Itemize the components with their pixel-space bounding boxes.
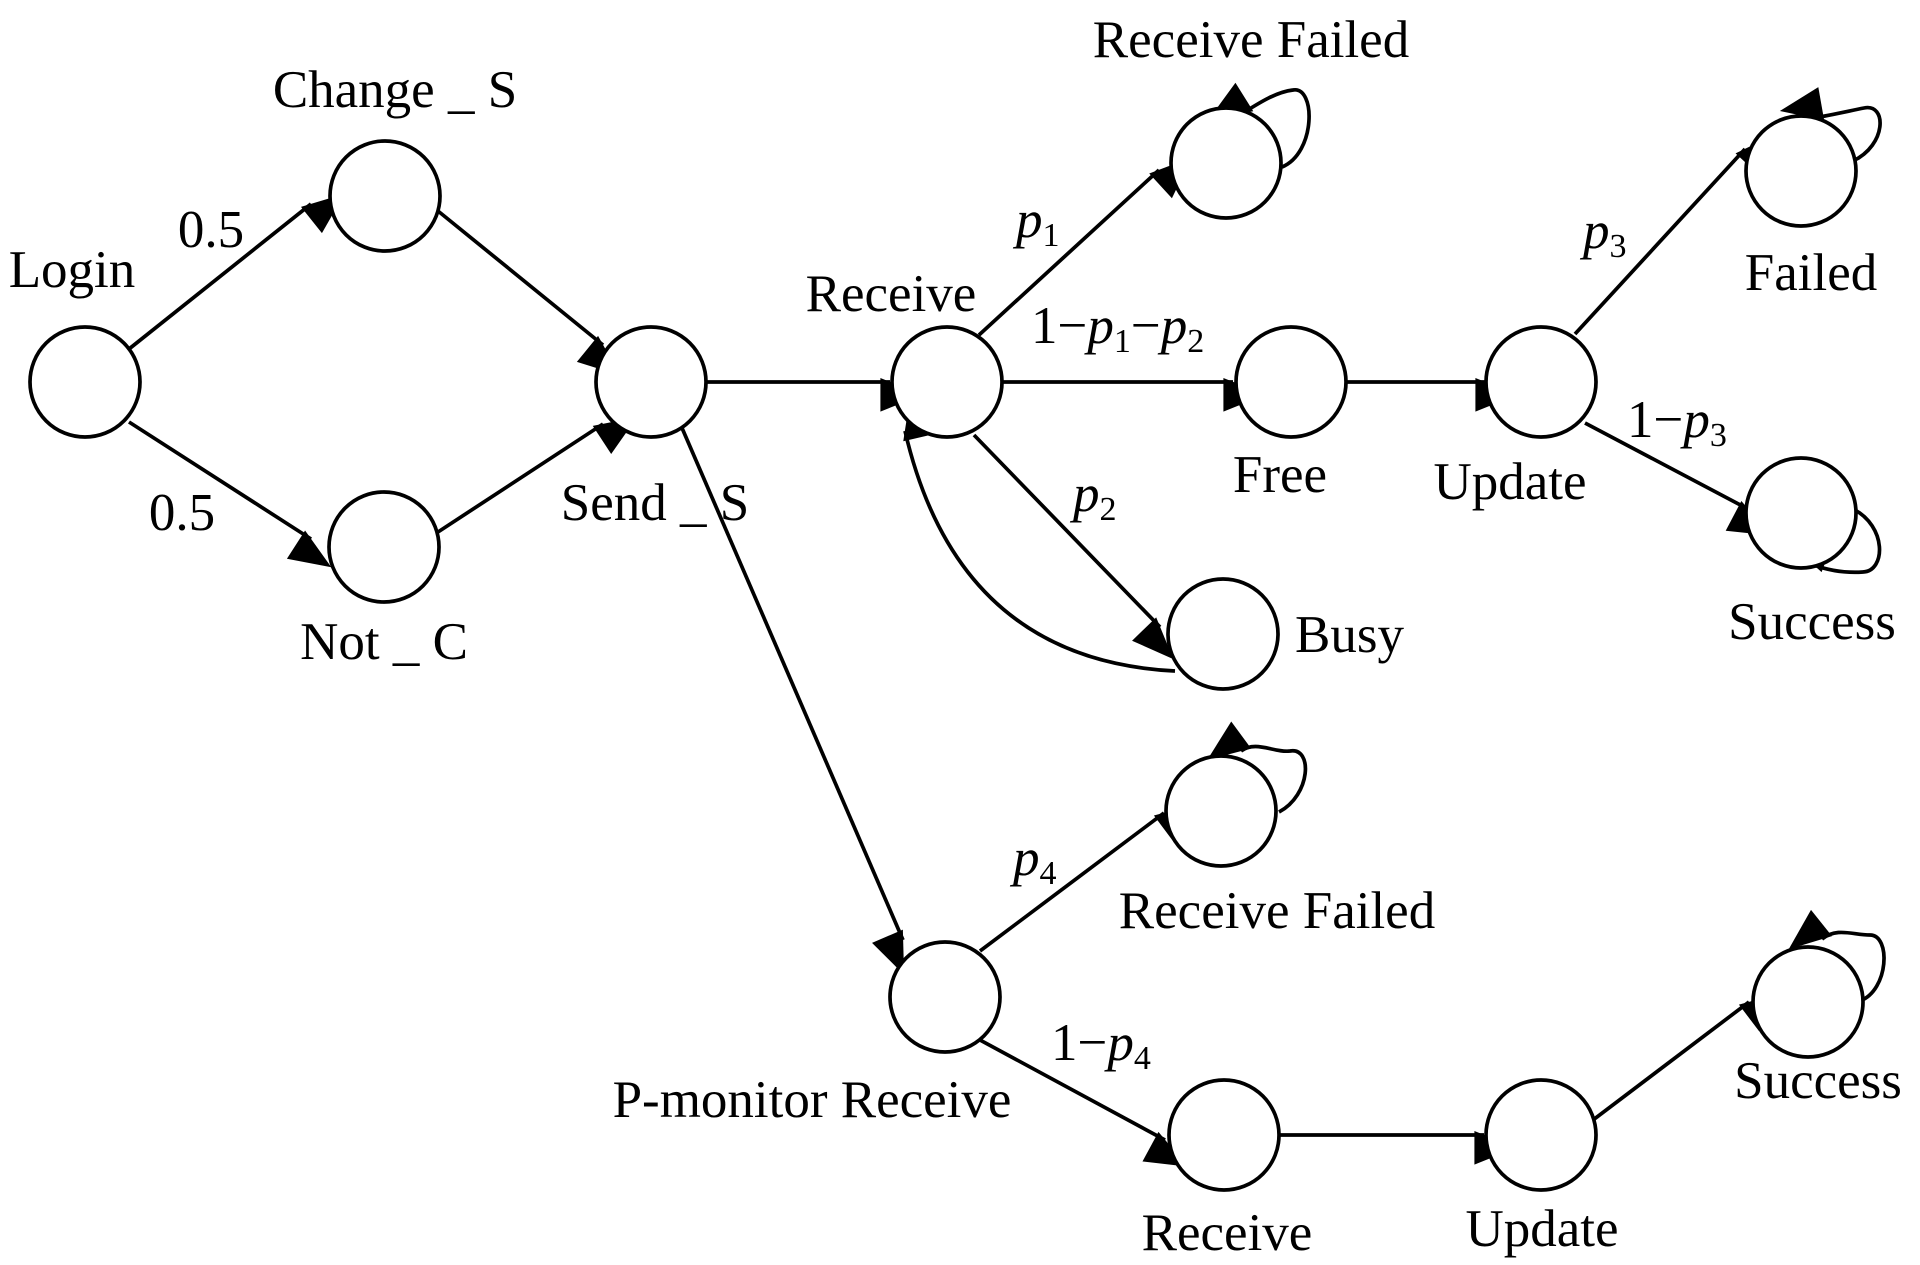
node-change-s <box>328 139 442 253</box>
edge-labels: 0.5 0.5 p1 1−p1−p2 p2 p3 1−p3 p4 1−p4 <box>149 191 1727 1077</box>
label-receive-failed-top: Receive Failed <box>1093 11 1409 69</box>
node-send-s <box>594 325 708 439</box>
edge-login-change-s <box>127 193 345 351</box>
self-loop-receive-failed-top <box>1208 82 1311 169</box>
node-update-top <box>1484 325 1598 439</box>
label-free: Free <box>1233 446 1327 504</box>
node-receive-failed-top <box>1169 106 1283 220</box>
label-receive-bottom: Receive <box>1142 1204 1313 1262</box>
label-send-s: Send _ S <box>561 474 749 532</box>
label-not-c: Not _ C <box>300 613 468 671</box>
node-failed <box>1744 114 1858 228</box>
node-not-c <box>327 490 441 604</box>
prob-pmonitor-receive: 1−p4 <box>1051 1014 1151 1077</box>
node-login <box>28 325 142 439</box>
node-p-monitor-receive <box>888 940 1002 1054</box>
self-loop-success-bottom <box>1788 909 1886 1003</box>
edge-receive-receive-failed <box>977 157 1192 337</box>
prob-login-not-c: 0.5 <box>149 484 215 542</box>
prob-receive-free: 1−p1−p2 <box>1031 297 1204 360</box>
edge-pmonitor-receive <box>979 1038 1188 1167</box>
node-receive-failed-bottom <box>1164 754 1278 868</box>
label-p-monitor-receive: P-monitor Receive <box>613 1071 1012 1129</box>
node-labels: Login Change _ S Not _ C Send _ S Receiv… <box>9 11 1902 1262</box>
edge-login-not-c <box>127 420 332 568</box>
label-change-s: Change _ S <box>273 61 517 119</box>
label-receive-failed-bottom: Receive Failed <box>1119 882 1435 940</box>
node-receive <box>890 325 1004 439</box>
label-receive: Receive <box>806 265 977 323</box>
prob-login-change-s: 0.5 <box>178 201 244 259</box>
edge-update-failed <box>1573 133 1777 336</box>
label-update-bottom: Update <box>1465 1200 1618 1258</box>
prob-receive-busy: p2 <box>1069 465 1117 528</box>
label-success-top: Success <box>1728 593 1896 651</box>
prob-update-failed: p3 <box>1579 202 1627 265</box>
self-loop-failed <box>1779 87 1882 163</box>
nodes <box>28 106 1865 1192</box>
edge-busy-receive <box>903 396 1176 673</box>
prob-update-success: 1−p3 <box>1627 391 1727 454</box>
node-success-top <box>1744 456 1858 570</box>
edge-pmonitor-receive-failed <box>978 803 1198 953</box>
node-busy <box>1166 577 1280 691</box>
node-update-bottom <box>1484 1078 1598 1192</box>
label-login: Login <box>9 241 136 299</box>
edge-change-s-send-s <box>436 209 621 376</box>
edge-send-s-pmonitor <box>677 420 905 975</box>
edges <box>127 82 1886 1167</box>
edge-not-c-send-s <box>436 416 638 534</box>
self-loop-success-top <box>1788 507 1882 575</box>
edge-update-success <box>1584 421 1771 536</box>
prob-receive-receive-failed: p1 <box>1012 191 1060 254</box>
node-success-bottom <box>1751 945 1865 1059</box>
label-busy: Busy <box>1295 606 1404 664</box>
node-free <box>1234 325 1348 439</box>
prob-pmonitor-receive-failed: p4 <box>1009 829 1057 892</box>
node-receive-bottom <box>1167 1078 1281 1192</box>
label-update-top: Update <box>1433 453 1586 511</box>
edge-receive-busy <box>972 433 1174 660</box>
self-loop-receive-failed-bottom <box>1207 721 1308 814</box>
label-failed: Failed <box>1745 244 1877 302</box>
label-success-bottom: Success <box>1734 1052 1902 1110</box>
edge-update-success-bottom <box>1591 992 1783 1122</box>
